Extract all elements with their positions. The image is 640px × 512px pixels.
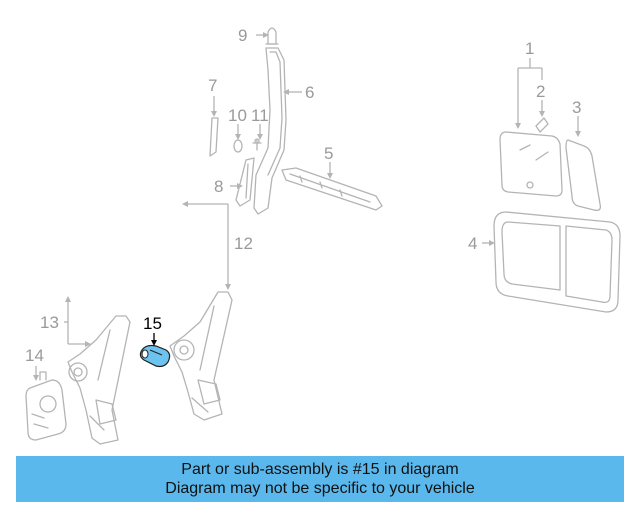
part-2-latch bbox=[535, 117, 549, 133]
callout-1: 1 bbox=[525, 39, 534, 58]
part-5-scuff-plate bbox=[281, 167, 383, 211]
part-4-window-frame bbox=[493, 211, 621, 313]
parts-diagram: 9 6 7 10 11 5 8 12 13 14 15 1 2 3 4 bbox=[25, 26, 621, 445]
callout-11: 11 bbox=[251, 106, 269, 125]
part-12-window-regulator bbox=[169, 291, 233, 421]
callout-15: 15 bbox=[143, 314, 162, 333]
callout-14: 14 bbox=[25, 346, 44, 365]
callout-3: 3 bbox=[572, 98, 581, 117]
part-11-screw bbox=[252, 138, 262, 151]
part-9-clip bbox=[265, 27, 279, 45]
callout-10: 10 bbox=[228, 106, 247, 125]
callout-9: 9 bbox=[238, 26, 247, 45]
part-8-lower-trim bbox=[235, 157, 255, 207]
info-banner: Part or sub-assembly is #15 in diagram D… bbox=[16, 456, 624, 502]
callout-8: 8 bbox=[214, 177, 223, 196]
callout-12: 12 bbox=[234, 234, 253, 253]
part-3-glass bbox=[565, 139, 602, 212]
part-7-trim-strip bbox=[209, 117, 219, 157]
part-14-regulator-motor bbox=[25, 371, 67, 441]
callout-5: 5 bbox=[324, 144, 333, 163]
callout-13: 13 bbox=[40, 313, 59, 332]
callout-6: 6 bbox=[305, 83, 314, 102]
part-13-window-regulator bbox=[67, 315, 131, 445]
callout-labels: 9 6 7 10 11 5 8 12 13 14 15 1 2 3 4 bbox=[25, 26, 581, 365]
banner-line-2: Diagram may not be specific to your vehi… bbox=[165, 480, 475, 497]
callout-4: 4 bbox=[468, 234, 477, 253]
part-15-highlighted[interactable] bbox=[139, 344, 171, 368]
part-6-pillar-trim bbox=[253, 47, 287, 215]
part-10-grommet bbox=[233, 139, 243, 153]
callout-7: 7 bbox=[208, 76, 217, 95]
part-1-glass bbox=[499, 131, 563, 197]
banner-line-1: Part or sub-assembly is #15 in diagram bbox=[181, 461, 459, 478]
callout-2: 2 bbox=[536, 82, 545, 101]
leader-lines bbox=[33, 32, 581, 381]
